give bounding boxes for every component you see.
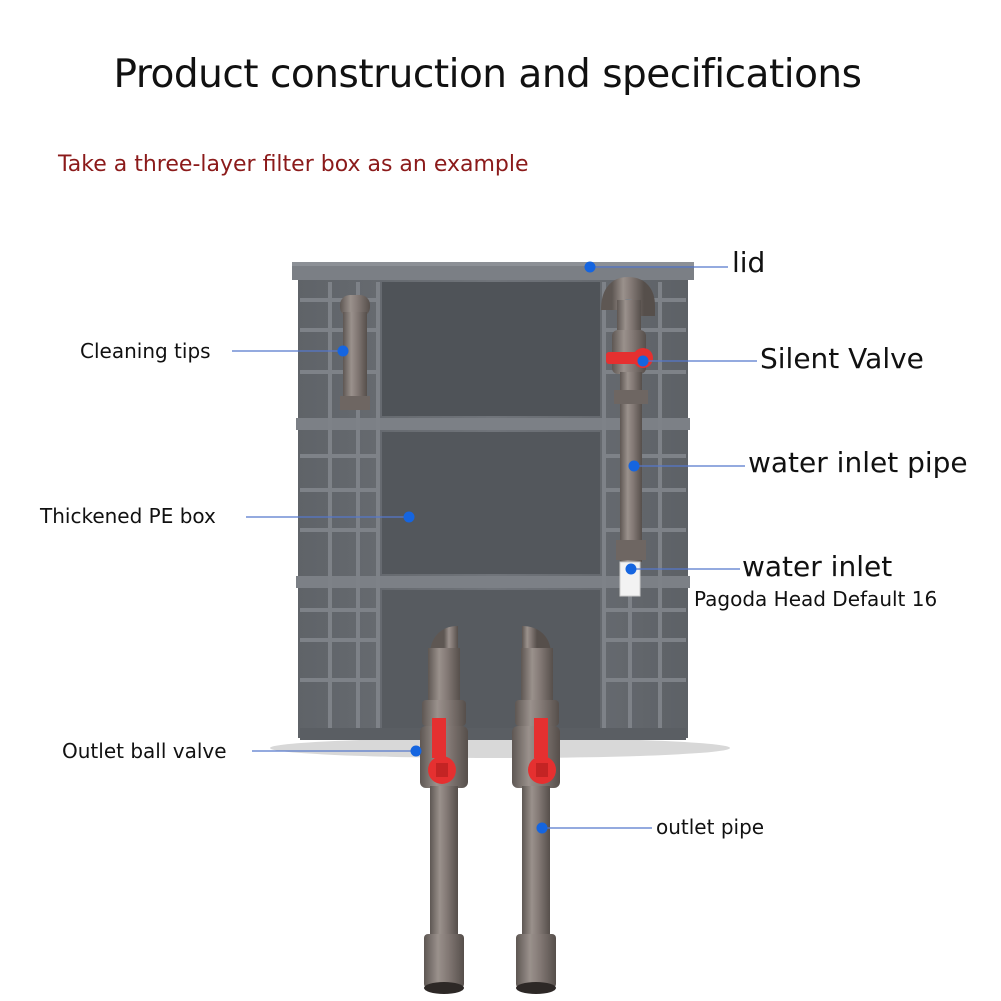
page-subtitle: Take a three-layer filter box as an exam… <box>58 152 529 177</box>
left-outlet-valve-handle <box>428 718 456 784</box>
outlet-pipe-marker <box>536 822 548 834</box>
right-outlet-pipe <box>512 626 560 994</box>
label-lid: lid <box>732 246 766 279</box>
water-inlet-pipe-marker <box>628 460 640 472</box>
label-outlet-pipe: outlet pipe <box>656 815 765 839</box>
page-title: Product construction and specifications <box>113 52 862 97</box>
pe-box-marker <box>403 511 415 523</box>
left-outlet-pipe <box>420 626 468 994</box>
label-water-inlet-pipe: water inlet pipe <box>748 446 968 479</box>
label-water-inlet: water inlet <box>742 550 893 583</box>
label-cleaning-tips: Cleaning tips <box>80 339 211 363</box>
silent-valve-marker <box>637 355 649 367</box>
label-silent-valve: Silent Valve <box>760 342 924 375</box>
label-pagoda-head: Pagoda Head Default 16 <box>694 587 938 611</box>
cleaning-tips-marker <box>337 345 349 357</box>
outlet-ball-valve-marker <box>410 745 422 757</box>
lid-marker <box>584 261 596 273</box>
water-inlet-marker <box>625 563 637 575</box>
right-outlet-valve-handle <box>528 718 556 784</box>
box-shadow <box>270 738 730 758</box>
label-outlet-ball-valve: Outlet ball valve <box>62 739 227 763</box>
label-thickened-pe-box: Thickened PE box <box>40 504 216 528</box>
cleaning-tips-tube <box>340 295 370 410</box>
